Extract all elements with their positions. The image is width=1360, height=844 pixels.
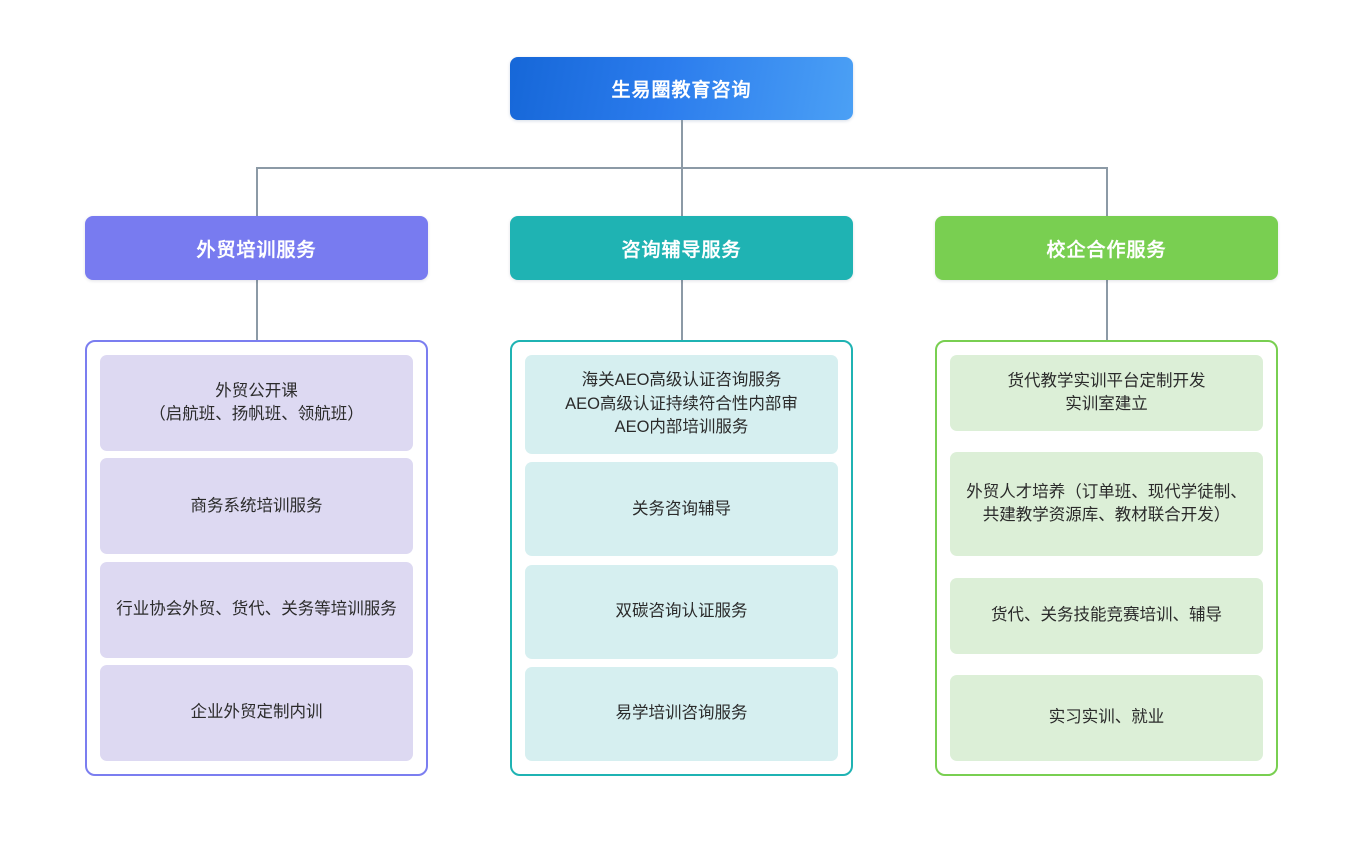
category-body-0: 外贸公开课 （启航班、扬帆班、领航班） 商务系统培训服务 行业协会外贸、货代、关… [85,340,428,776]
service-item-label: 实习实训、就业 [1048,708,1165,727]
service-item-label: 商务系统培训服务 [190,496,323,515]
category-header-label-2: 校企合作服务 [1046,239,1167,261]
service-item-card[interactable]: 外贸公开课 （启航班、扬帆班、领航班） [100,355,413,451]
category-body-1: 海关AEO高级认证咨询服务 AEO高级认证持续符合性内部审 AEO内部培训服务 … [510,340,853,776]
category-header-0[interactable]: 外贸培训服务 [85,216,428,280]
connector-drop-col-1 [681,167,683,216]
service-item-label: 企业外贸定制内训 [190,703,323,722]
service-item-card[interactable]: 货代、关务技能竞赛培训、辅导 [950,577,1263,654]
service-item-label: 行业协会外贸、货代、关务等培训服务 [116,599,397,618]
root-node-label: 生易圈教育咨询 [611,80,752,101]
connector-header-body-col-0 [256,280,258,341]
service-item-card[interactable]: 外贸人才培养（订单班、现代学徒制、共建教学资源库、教材联合开发） [950,452,1263,557]
connector-root-stem [681,120,683,168]
category-header-2[interactable]: 校企合作服务 [935,216,1278,280]
service-item-card[interactable]: 商务系统培训服务 [100,458,413,555]
connector-drop-col-2 [1106,167,1108,216]
service-item-label: 双碳咨询认证服务 [615,601,748,620]
service-item-label: 海关AEO高级认证咨询服务 AEO高级认证持续符合性内部审 AEO内部培训服务 [565,371,798,437]
service-item-card[interactable]: 行业协会外贸、货代、关务等培训服务 [100,561,413,658]
service-item-label: 外贸公开课 （启航班、扬帆班、领航班） [149,381,364,423]
category-header-1[interactable]: 咨询辅导服务 [510,216,853,280]
service-item-card[interactable]: 易学培训咨询服务 [525,666,838,761]
connector-drop-col-0 [256,167,258,216]
service-item-card[interactable]: 企业外贸定制内训 [100,664,413,761]
service-item-card[interactable]: 实习实训、就业 [950,674,1263,761]
category-header-label-0: 外贸培训服务 [196,239,317,261]
root-node[interactable]: 生易圈教育咨询 [510,57,853,120]
service-item-label: 易学培训咨询服务 [615,704,748,723]
category-body-2: 货代教学实训平台定制开发 实训室建立 外贸人才培养（订单班、现代学徒制、共建教学… [935,340,1278,776]
service-item-label: 外贸人才培养（订单班、现代学徒制、共建教学资源库、教材联合开发） [966,482,1247,525]
service-item-label: 货代教学实训平台定制开发 实训室建立 [1007,371,1206,413]
service-item-label: 关务咨询辅导 [632,499,731,518]
category-header-label-1: 咨询辅导服务 [621,239,742,261]
connector-header-body-col-1 [681,280,683,341]
service-item-card[interactable]: 货代教学实训平台定制开发 实训室建立 [950,355,1263,431]
service-item-label: 货代、关务技能竞赛培训、辅导 [991,605,1222,624]
connector-header-body-col-2 [1106,280,1108,341]
service-item-card[interactable]: 关务咨询辅导 [525,462,838,557]
service-item-card[interactable]: 双碳咨询认证服务 [525,564,838,659]
service-item-card[interactable]: 海关AEO高级认证咨询服务 AEO高级认证持续符合性内部审 AEO内部培训服务 [525,355,838,454]
